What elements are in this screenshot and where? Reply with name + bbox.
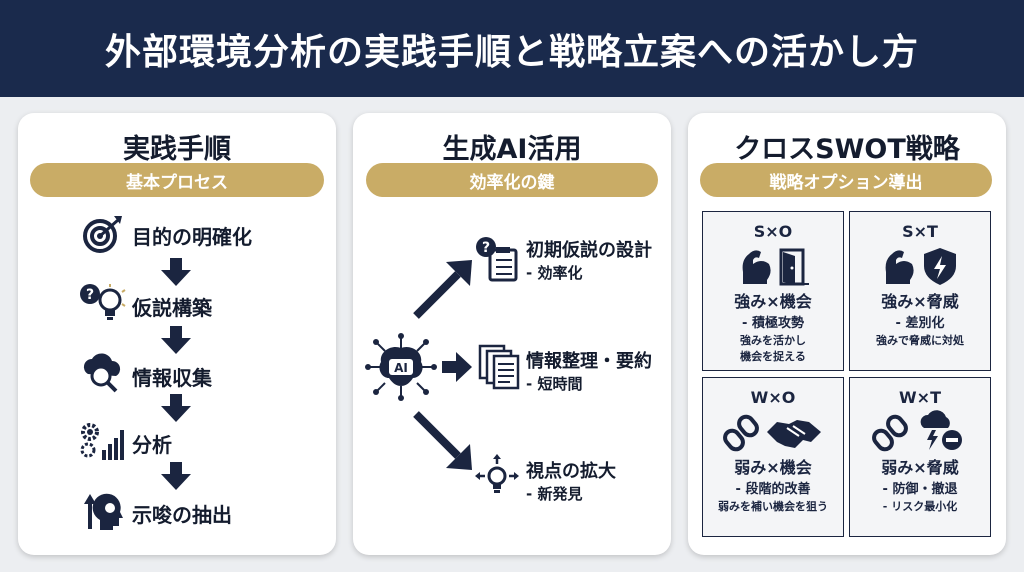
pill-strategy-options: 戦略オプション導出	[700, 163, 992, 197]
quad-st: S×T 強み×脅威 - 差別化 強みで脅威に対処	[849, 211, 991, 371]
page-title: 外部環境分析の実践手順と戦略立案への活かし方	[104, 31, 919, 73]
ai-item-sub-discovery: - 新発見	[526, 485, 583, 503]
ai-chip-label: AI	[394, 361, 408, 375]
broken-chain-storm-icon	[872, 410, 962, 452]
quad-note-st: 強みで脅威に対処	[850, 333, 990, 349]
arrow-up-right-icon	[413, 260, 472, 319]
down-arrow-icon	[161, 326, 191, 354]
ai-brain-icon: AI	[365, 333, 437, 401]
quad-note-so-line1: 強みを活かし	[740, 334, 806, 347]
svg-text:?: ?	[482, 240, 490, 256]
header-banner: 外部環境分析の実践手順と戦略立案への活かし方	[0, 0, 1024, 97]
arrow-right-icon	[442, 352, 472, 382]
step-label-analysis: 分析	[132, 433, 172, 457]
quad-note-so: 強みを活かし 機会を捉える	[703, 333, 843, 365]
quad-note-wt-line2: - リスク最小化	[882, 500, 958, 513]
card-title-genai: 生成AI活用	[442, 134, 582, 165]
documents-icon	[478, 344, 520, 390]
card-title-practice: 実践手順	[123, 134, 231, 165]
cloud-search-icon	[83, 353, 121, 393]
quad-note-wo-line1: 弱みを補い機会を狙う	[718, 500, 828, 513]
quad-sub-wt: - 防御・撤退	[882, 482, 958, 497]
down-arrow-icon	[161, 394, 191, 422]
quad-title-so: 強み×機会	[734, 292, 812, 311]
step-label-collection: 情報収集	[132, 366, 212, 390]
arrow-down-right-icon	[413, 411, 472, 470]
quad-wo: W×O 弱み×機会 - 段階的改善 弱みを補い機会を狙う	[702, 377, 844, 537]
quad-wt: W×T 弱み×脅威 - 防御・撤退 - リスク最小化	[849, 377, 991, 537]
question-bulb-icon: ?	[80, 284, 126, 320]
target-icon	[83, 216, 122, 253]
quad-head-so: S×O	[753, 222, 793, 241]
step-label-hypothesis: 仮説構築	[132, 296, 212, 320]
ai-item-sub-efficiency: - 効率化	[526, 264, 583, 282]
quad-title-wo: 弱み×機会	[734, 458, 812, 477]
card-title-swot: クロスSWOT戦略	[734, 134, 960, 165]
quad-note-st-line1: 強みで脅威に対処	[876, 334, 964, 347]
bulb-arrows-icon	[475, 454, 519, 493]
quad-note-wo: 弱みを補い機会を狙う	[703, 499, 843, 515]
ai-item-title-perspective: 視点の拡大	[526, 461, 616, 482]
quad-so: S×O 強み×機会 - 積極攻勢 強みを活かし 機会を捉える	[702, 211, 844, 371]
step-label-insight: 示唆の抽出	[132, 503, 232, 527]
quad-head-st: S×T	[902, 222, 938, 241]
quad-title-wt: 弱み×脅威	[881, 458, 959, 477]
ai-item-sub-short-time: - 短時間	[526, 375, 583, 393]
step-label-purpose: 目的の明確化	[132, 225, 252, 249]
quad-note-so-line2: 機会を捉える	[740, 350, 806, 363]
ai-item-title-summary: 情報整理・要約	[526, 351, 652, 372]
head-insight-icon	[84, 493, 123, 530]
muscle-shield-icon	[885, 248, 956, 285]
quad-title-st: 強み×脅威	[881, 292, 959, 311]
quad-sub-wo: - 段階的改善	[735, 482, 811, 497]
quad-sub-so: - 積極攻勢	[742, 316, 804, 331]
down-arrow-icon	[161, 258, 191, 286]
pill-basic-process: 基本プロセス	[30, 163, 324, 197]
quad-sub-st: - 差別化	[895, 316, 945, 331]
quad-head-wo: W×O	[750, 388, 796, 407]
muscle-door-icon	[742, 248, 809, 286]
pill-efficiency-key: 効率化の鍵	[366, 163, 658, 197]
question-clipboard-icon: ?	[476, 237, 518, 282]
quad-head-wt: W×T	[899, 388, 941, 407]
broken-chain-handshake-icon	[723, 414, 821, 452]
down-arrow-icon	[161, 462, 191, 490]
ai-item-title-hypothesis: 初期仮説の設計	[526, 240, 652, 261]
svg-text:?: ?	[86, 287, 94, 303]
gears-chart-icon	[80, 423, 124, 460]
quad-note-wt: - リスク最小化	[850, 499, 990, 515]
